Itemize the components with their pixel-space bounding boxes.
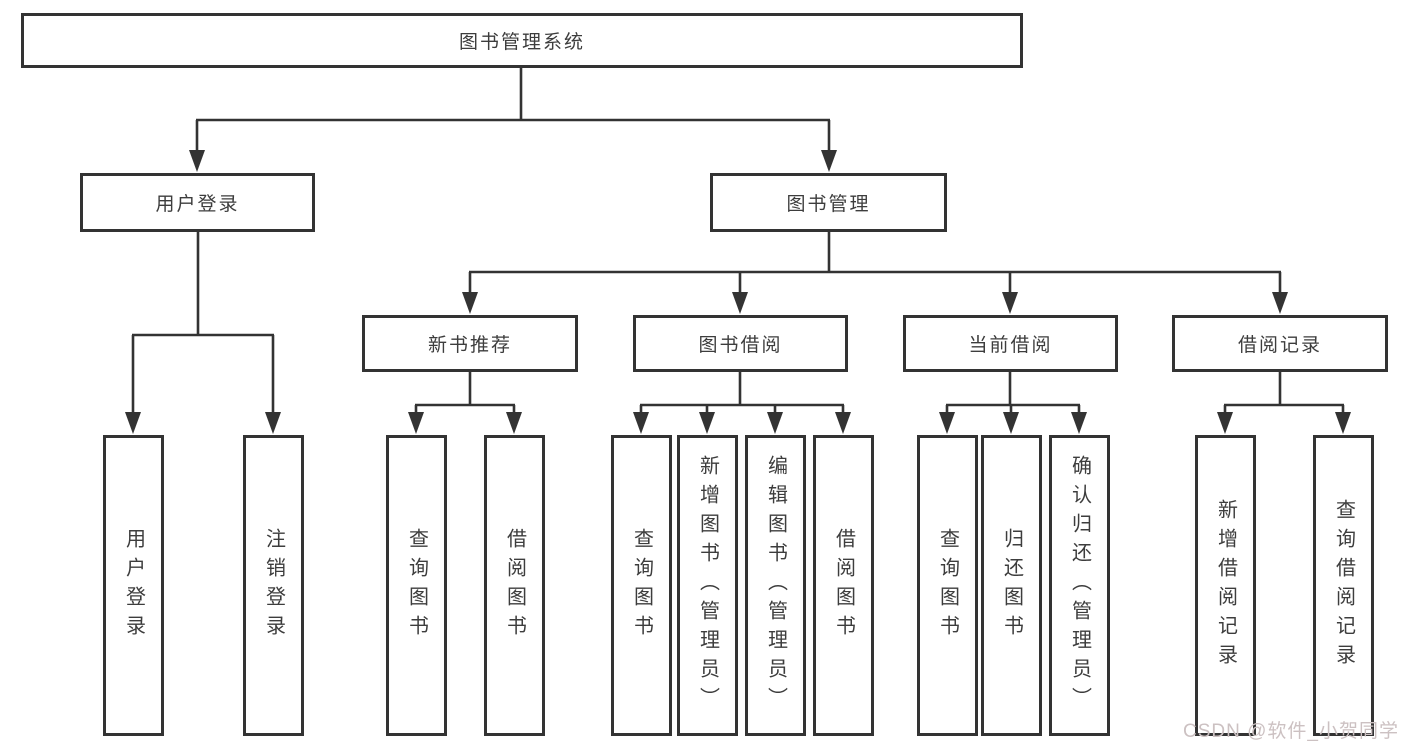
leaf-label: 查询图书	[405, 527, 428, 644]
leaf-edit-books-admin: 编辑图书（管理员）	[745, 435, 806, 736]
leaf-label: 查询图书	[630, 527, 653, 644]
node-label: 借阅记录	[1237, 335, 1322, 356]
leaf-label: 查询图书	[936, 527, 959, 644]
node-label: 图书借阅	[698, 335, 783, 356]
node-book-management: 图书管理	[710, 173, 947, 232]
leaf-label: 用户登录	[122, 527, 145, 644]
leaf-return-books: 归还图书	[981, 435, 1042, 736]
leaf-label: 借阅图书	[503, 527, 526, 644]
node-label: 新书推荐	[427, 335, 512, 356]
leaf-borrow-books: 借阅图书	[813, 435, 874, 736]
node-label: 用户登录	[155, 194, 240, 215]
leaf-confirm-return-admin: 确认归还（管理员）	[1049, 435, 1110, 736]
node-borrowing-records: 借阅记录	[1172, 315, 1388, 372]
node-label: 当前借阅	[968, 335, 1053, 356]
leaf-label: 注销登录	[262, 527, 285, 644]
leaf-add-borrow-record: 新增借阅记录	[1195, 435, 1256, 736]
leaf-label: 查询借阅记录	[1332, 498, 1355, 673]
leaf-label: 编辑图书（管理员）	[764, 455, 787, 716]
leaf-label: 确认归还（管理员）	[1068, 455, 1091, 716]
node-label: 图书管理	[786, 194, 871, 215]
leaf-label: 借阅图书	[832, 527, 855, 644]
leaf-user-login: 用户登录	[103, 435, 164, 736]
leaf-label: 新增图书（管理员）	[696, 455, 719, 716]
node-book-borrowing: 图书借阅	[633, 315, 848, 372]
leaf-add-books-admin: 新增图书（管理员）	[677, 435, 738, 736]
leaf-borrow-books-recommend: 借阅图书	[484, 435, 545, 736]
node-current-borrowing: 当前借阅	[903, 315, 1118, 372]
node-root-system: 图书管理系统	[21, 13, 1023, 68]
arrowheads	[125, 150, 1351, 434]
leaf-logout: 注销登录	[243, 435, 304, 736]
node-new-book-recommend: 新书推荐	[362, 315, 578, 372]
leaf-label: 归还图书	[1000, 527, 1023, 644]
leaf-query-books-borrowing: 查询图书	[611, 435, 672, 736]
node-label: 图书管理系统	[458, 32, 585, 53]
node-user-login: 用户登录	[80, 173, 315, 232]
leaf-query-borrow-record: 查询借阅记录	[1313, 435, 1374, 736]
leaf-label: 新增借阅记录	[1214, 498, 1237, 673]
csdn-watermark: CSDN @软件_小贺同学	[1183, 721, 1399, 742]
leaf-query-books-current: 查询图书	[917, 435, 978, 736]
leaf-query-books-recommend: 查询图书	[386, 435, 447, 736]
